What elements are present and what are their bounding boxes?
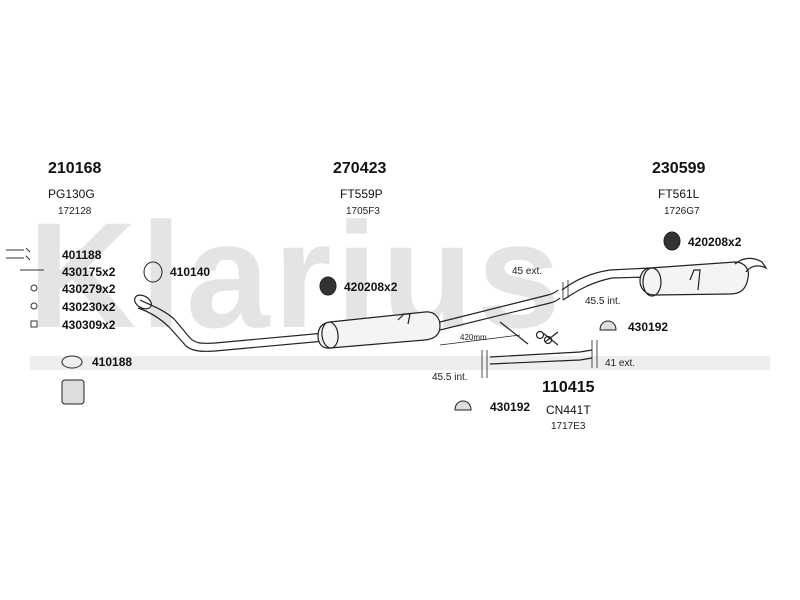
section-sub-172128: 172128 — [58, 206, 92, 217]
tick-455-int-left — [481, 350, 488, 378]
hanger-rear-icon — [663, 231, 681, 251]
clip-icon-430309 — [30, 320, 38, 328]
part-430192-rear: 430192 — [628, 320, 669, 334]
brand-watermark: Klarius — [28, 191, 565, 359]
mid-pipe-outline — [439, 297, 561, 331]
dimension-line — [439, 334, 521, 346]
bolt-icon-401188 — [6, 247, 31, 261]
part-430192-bottom: 430192 — [490, 400, 531, 414]
ring-gasket-icon — [143, 261, 163, 283]
measure-41-ext: 41 ext. — [605, 358, 636, 369]
section-code-ft559p: FT559P — [340, 187, 383, 201]
tail-pipe — [734, 257, 768, 273]
fitting-430309x2: 430309x2 — [62, 318, 116, 332]
rear-silencer — [639, 261, 750, 296]
rear-silencer-bracket — [689, 269, 701, 291]
tick-41-ext — [591, 340, 598, 368]
cut-line — [499, 321, 529, 345]
section-number-230599: 230599 — [652, 160, 706, 177]
part-410140: 410140 — [170, 265, 211, 279]
section-code-ft561l: FT561L — [658, 187, 700, 201]
center-silencer-bracket — [397, 313, 411, 325]
rear-silencer-end — [642, 267, 662, 297]
front-pipe — [139, 299, 326, 344]
clamp-bottom-icon — [454, 400, 472, 411]
tick-45-ext — [562, 280, 569, 300]
fitting-430175x2: 430175x2 — [62, 265, 116, 279]
part-410188: 410188 — [92, 355, 133, 369]
fitting-430279x2: 430279x2 — [62, 282, 116, 296]
repair-pipe — [489, 349, 593, 358]
section-number-110415: 110415 — [542, 379, 595, 396]
fitting-430230x2: 430230x2 — [62, 300, 116, 314]
gasket-lower-icon — [61, 355, 83, 369]
scissors-icon-blades — [542, 331, 559, 346]
section-number-210168: 210168 — [48, 160, 102, 177]
front-pipe-outline — [137, 307, 326, 352]
section-code-pg130g: PG130G — [48, 187, 95, 201]
mid-pipe — [439, 289, 559, 323]
repair-pipe-outline — [489, 357, 593, 365]
part-420208x2-rear: 420208x2 — [688, 235, 742, 249]
rear-pipe — [561, 267, 651, 291]
nut-icon-430279 — [30, 284, 38, 292]
hanger-center-icon — [319, 276, 337, 296]
measure-45-5-int-right: 45.5 int. — [585, 296, 621, 307]
section-code-cn441t: CN441T — [546, 403, 591, 417]
washer-icon-430230 — [30, 302, 38, 310]
mount-block-icon — [61, 379, 85, 405]
scissors-icon-ring-a — [535, 330, 545, 340]
section-number-270423: 270423 — [333, 160, 387, 177]
front-flange — [134, 294, 152, 310]
clamp-rear-icon — [599, 320, 617, 331]
section-sub-1726g7: 1726G7 — [664, 206, 700, 217]
part-420208x2-center: 420208x2 — [344, 280, 398, 294]
measure-420mm: 420mm — [460, 333, 487, 342]
fitting-401188: 401188 — [62, 248, 102, 262]
section-sub-1717e3: 1717E3 — [551, 421, 586, 432]
center-silencer — [317, 311, 441, 349]
section-sub-1705f3: 1705F3 — [346, 206, 380, 217]
center-silencer-end — [321, 321, 339, 349]
measure-45-5-int-left: 45.5 int. — [432, 372, 468, 383]
measure-45-ext: 45 ext. — [512, 266, 543, 277]
